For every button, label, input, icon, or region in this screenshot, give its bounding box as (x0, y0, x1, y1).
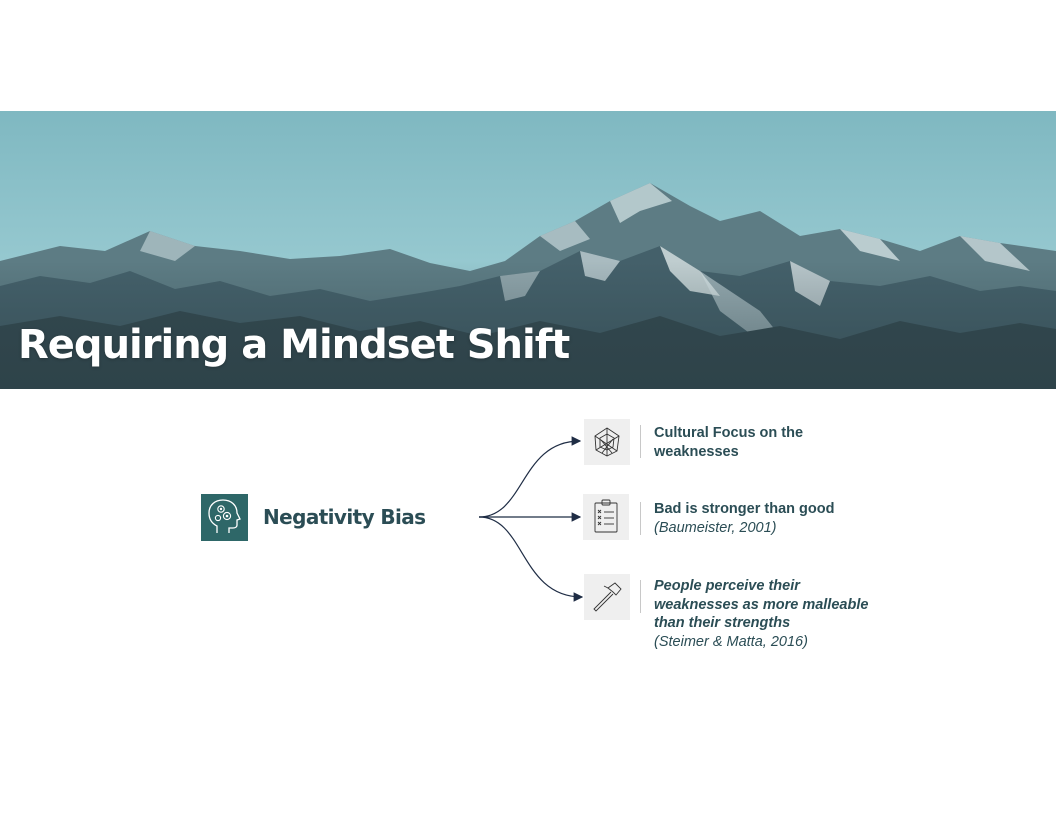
item-cultural-focus: Cultural Focus on the weaknesses (654, 424, 803, 461)
header-banner (0, 111, 1056, 389)
item-heading-line: Cultural Focus on the (654, 425, 804, 441)
item-citation: (Baumeister, 2001) (654, 519, 777, 536)
mountain-image (0, 111, 1056, 389)
item-heading-line: People perceive their (654, 578, 800, 594)
item-citation: (Steimer & Matta, 2016) (654, 633, 808, 650)
divider-line (640, 502, 641, 535)
item-bad-stronger: Bad is stronger than good (Baumeister, 2… (654, 500, 834, 537)
slide-title: Requiring a Mindset Shift (18, 322, 570, 368)
hammer-icon (584, 574, 630, 620)
web-icon (584, 419, 630, 465)
clipboard-icon (583, 494, 629, 540)
item-heading-line: weaknesses as more malleable (654, 596, 869, 613)
item-heading-line: Bad is stronger than good (654, 501, 835, 517)
divider-line (640, 425, 641, 458)
item-heading-line: weaknesses (654, 443, 739, 460)
divider-line (640, 580, 641, 613)
arrow-to-item-1 (478, 436, 582, 518)
item-people-perceive: People perceive their weaknesses as more… (654, 577, 868, 651)
item-heading-line: than their strengths (654, 615, 791, 631)
arrow-to-item-3 (478, 516, 584, 602)
head-gears-icon (201, 494, 248, 541)
negativity-bias-label: Negativity Bias (263, 505, 426, 529)
